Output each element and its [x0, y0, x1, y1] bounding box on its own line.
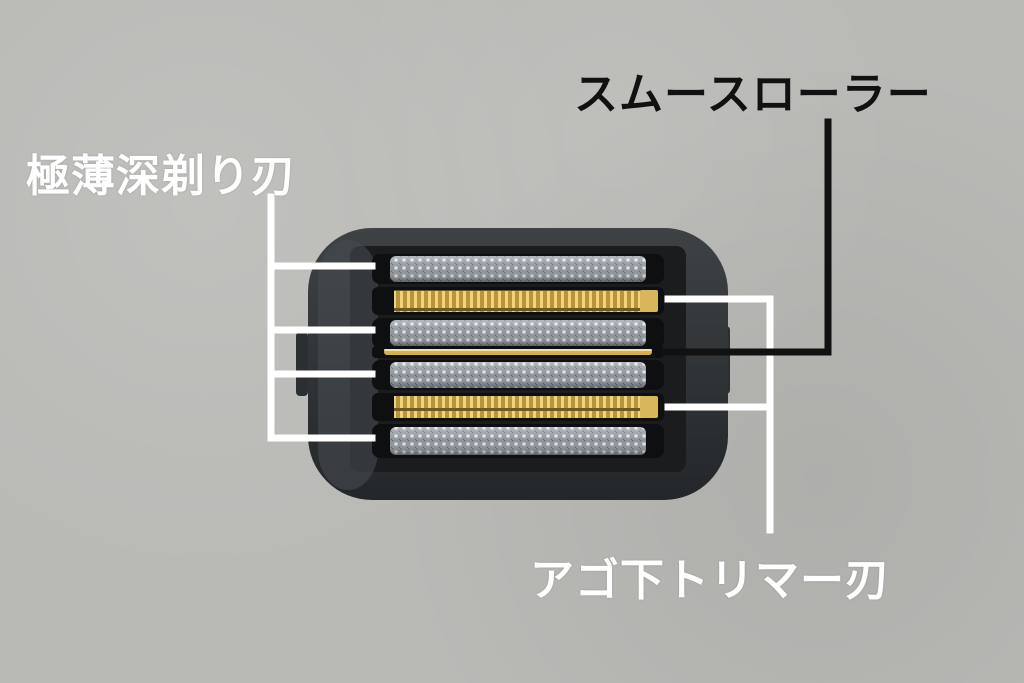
label-smooth-roller: スムースローラー: [574, 69, 932, 120]
trimmer-blade-1: [372, 287, 664, 315]
trimmer-blade-2: [372, 393, 664, 421]
label-deep-shave-blade: 極薄深剃り刃: [26, 151, 296, 202]
foil-blade-1: [372, 254, 664, 284]
foil-blade-4: [372, 424, 664, 458]
smooth-roller: [372, 346, 664, 358]
callout-trimmer-lines: [664, 295, 774, 534]
foil-blade-3: [372, 360, 664, 390]
label-chin-trimmer-blade: アゴ下トリマー刃: [530, 555, 890, 606]
foil-blade-2: [372, 318, 664, 348]
callout-deep-shave-lines: [267, 193, 376, 442]
callout-smooth-roller-line: [660, 118, 832, 356]
